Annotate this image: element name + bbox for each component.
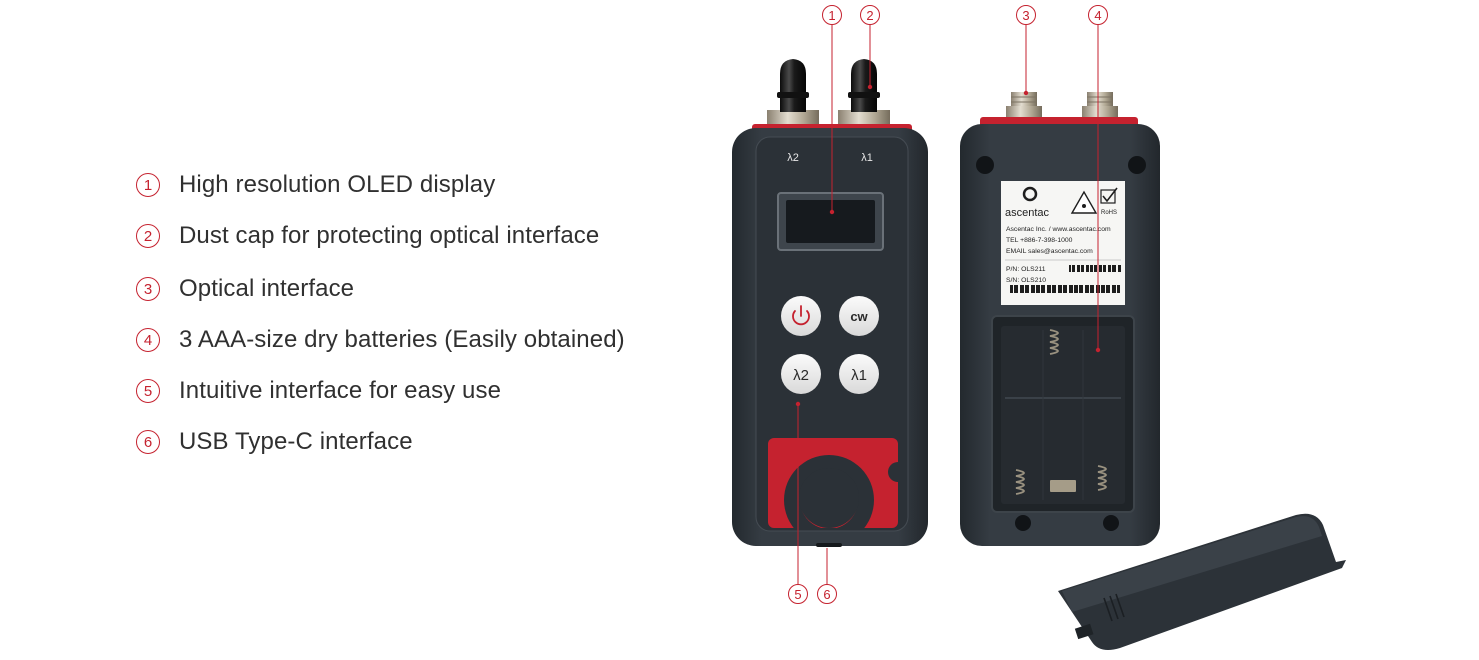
power-icon [792, 305, 810, 326]
feature-item: 4 3 AAA-size dry batteries (Easily obtai… [136, 326, 625, 353]
barcode-large [1010, 285, 1120, 293]
email-line: EMAIL sales@ascentac.com [1006, 248, 1093, 255]
feature-text: Intuitive interface for easy use [179, 377, 502, 404]
product-label: ascentac RoHS Ascentac Inc. / www.ascent… [1001, 181, 1125, 305]
optical-connector-left [1006, 92, 1042, 120]
port-label-left: λ2 [787, 152, 799, 164]
device-front: λ2 λ1 cw λ2 λ1 [732, 59, 928, 547]
rohs-text: RoHS [1101, 210, 1117, 216]
barcode-small [1069, 265, 1121, 272]
feature-item: 1 High resolution OLED display [136, 171, 625, 198]
callout-badge-4: 4 [1088, 5, 1108, 25]
sn-line: S/N: OLS210 [1006, 277, 1046, 284]
feature-item: 5 Intuitive interface for easy use [136, 377, 625, 404]
cw-button[interactable]: cw [839, 296, 879, 336]
number-badge: 5 [136, 379, 160, 403]
port-label-right: λ1 [861, 152, 873, 164]
cw-button-label: cw [850, 309, 868, 324]
rohs-icon: RoHS [1100, 187, 1118, 216]
pn-line: P/N: OLS211 [1006, 266, 1046, 273]
usb-c-port [816, 543, 842, 547]
number-badge: 2 [136, 224, 160, 248]
lambda1-button[interactable]: λ1 [839, 354, 879, 394]
callout-badge-1: 1 [822, 5, 842, 25]
grip-lines [1103, 593, 1125, 622]
optical-connector-right [1082, 92, 1118, 120]
dust-cap-right [838, 59, 890, 128]
feature-list: 1 High resolution OLED display 2 Dust ca… [136, 171, 625, 480]
dust-cap-left [767, 59, 819, 128]
laser-warning-icon [1070, 190, 1098, 214]
ascentac-logo: ascentac [1005, 186, 1050, 219]
red-logo-panel [768, 438, 898, 528]
power-button[interactable] [781, 296, 821, 336]
feature-text: High resolution OLED display [179, 171, 496, 198]
feature-text: Optical interface [179, 275, 355, 302]
callout-badge-3: 3 [1016, 5, 1036, 25]
number-badge: 6 [136, 430, 160, 454]
callout-badge-5: 5 [788, 584, 808, 604]
brand-text: ascentac [1005, 207, 1050, 219]
battery-spring-top [1049, 329, 1059, 355]
number-badge: 3 [136, 277, 160, 301]
number-badge: 4 [136, 328, 160, 352]
tel-line: TEL +886-7-398-1000 [1006, 237, 1073, 244]
lambda1-button-label: λ1 [851, 367, 867, 384]
feature-text: 3 AAA-size dry batteries (Easily obtaine… [179, 326, 625, 353]
number-badge: 1 [136, 173, 160, 197]
battery-spring-bottom-left [1015, 469, 1025, 495]
lambda2-button[interactable]: λ2 [781, 354, 821, 394]
feature-text: Dust cap for protecting optical interfac… [179, 222, 600, 249]
battery-compartment [991, 315, 1135, 513]
feature-item: 2 Dust cap for protecting optical interf… [136, 222, 625, 249]
oled-display [777, 192, 884, 251]
callout-lines [795, 25, 1101, 584]
callout-badge-6: 6 [817, 584, 837, 604]
company-line: Ascentac Inc. / www.ascentac.com [1006, 226, 1111, 233]
lambda2-button-label: λ2 [793, 367, 809, 384]
feature-text: USB Type-C interface [179, 428, 413, 455]
callout-badge-2: 2 [860, 5, 880, 25]
battery-spring-bottom-right [1097, 465, 1107, 491]
battery-cover [1058, 513, 1346, 650]
feature-item: 6 USB Type-C interface [136, 428, 625, 455]
feature-item: 3 Optical interface [136, 275, 625, 302]
device-back: ascentac RoHS Ascentac Inc. / www.ascent… [960, 92, 1160, 546]
